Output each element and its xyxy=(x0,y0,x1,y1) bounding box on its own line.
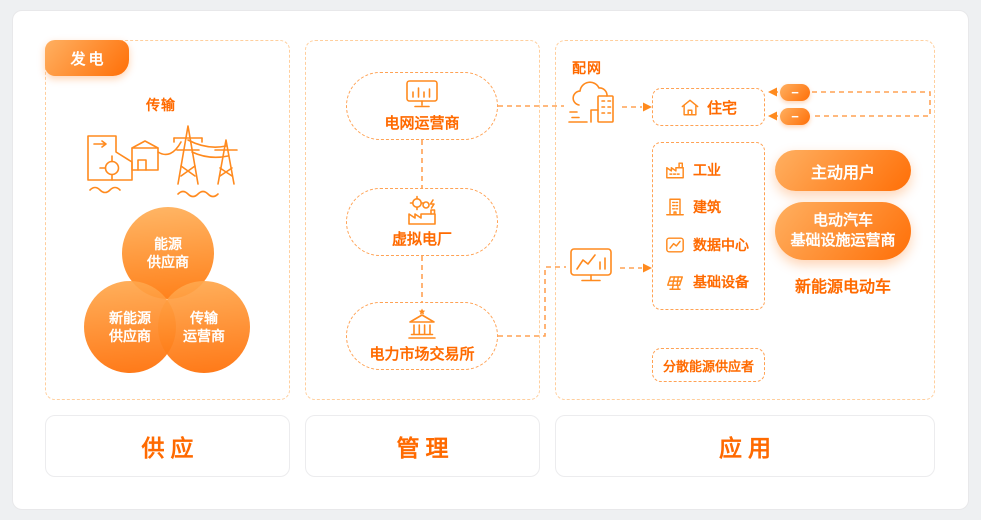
minus-icon: − xyxy=(791,109,799,124)
circle-text-line: 传输 xyxy=(190,309,218,326)
circle-text-line: 供应商 xyxy=(147,254,189,270)
consumer-equipment: 基础设备 xyxy=(664,272,764,292)
circle-text-line: 新能源 xyxy=(109,309,151,326)
supply-section-label: 供应 xyxy=(45,415,290,477)
application-section-label: 应用 xyxy=(555,415,935,477)
transmission-operator-circle: 传输 运营商 xyxy=(158,281,250,373)
consumer-label: 工业 xyxy=(693,162,721,179)
transmission-label: 传输 xyxy=(146,97,176,113)
virtual-power-plant-node: 虚拟电厂 xyxy=(346,188,498,256)
circle-text-line: 运营商 xyxy=(183,328,225,344)
ev-infrastructure-operator-pill: 电动汽车 基础设施运营商 xyxy=(775,202,911,260)
residence-label: 住宅 xyxy=(706,99,737,117)
management-section-label: 管理 xyxy=(305,415,540,477)
solar-panel-icon xyxy=(667,276,683,290)
battery-pill: − xyxy=(780,108,810,125)
ev-operator-line: 电动汽车 xyxy=(812,211,873,229)
consumer-data-center: 数据中心 xyxy=(664,235,764,255)
distributed-energy-provider-node: 分散能源供应者 xyxy=(652,348,765,382)
consumer-label: 数据中心 xyxy=(693,236,749,253)
factory-icon xyxy=(666,162,684,179)
distribution-monitor-icon xyxy=(570,248,612,282)
node-label: 电网运营商 xyxy=(384,115,460,132)
house-icon xyxy=(681,99,699,115)
building-icon xyxy=(666,198,684,216)
minus-icon: − xyxy=(791,85,799,100)
node-label: 虚拟电厂 xyxy=(391,231,452,248)
circle-text-line: 供应商 xyxy=(109,328,151,344)
power-plant-illustration xyxy=(87,125,238,198)
battery-pill: − xyxy=(780,84,810,101)
monitor-chart-icon xyxy=(406,80,438,108)
active-user-label: 主动用户 xyxy=(810,164,875,182)
distribution-grid-label: 配网 xyxy=(572,60,602,76)
ev-operator-line: 基础设施运营商 xyxy=(790,232,896,249)
generation-badge: 发电 xyxy=(45,40,129,76)
residence-node: 住宅 xyxy=(652,88,765,126)
new-energy-ev-label: 新能源电动车 xyxy=(794,279,891,296)
active-user-pill: 主动用户 xyxy=(775,150,911,191)
consumer-industry: 工业 xyxy=(664,160,764,180)
grid-operator-node: 电网运营商 xyxy=(346,72,498,140)
consumer-label: 基础设备 xyxy=(693,273,749,290)
bank-icon xyxy=(408,308,436,339)
cloud-factory-icon xyxy=(568,81,614,123)
data-center-icon xyxy=(666,237,684,253)
consumer-label: 建筑 xyxy=(693,199,721,216)
consumer-building: 建筑 xyxy=(664,197,764,217)
power-market-exchange-node: 电力市场交易所 xyxy=(346,302,498,370)
factory-gears-icon xyxy=(408,195,436,225)
consumers-group: 工业 建筑 数据中心 xyxy=(652,142,765,310)
node-label: 电力市场交易所 xyxy=(369,346,475,363)
circle-text-line: 能源 xyxy=(154,235,182,252)
